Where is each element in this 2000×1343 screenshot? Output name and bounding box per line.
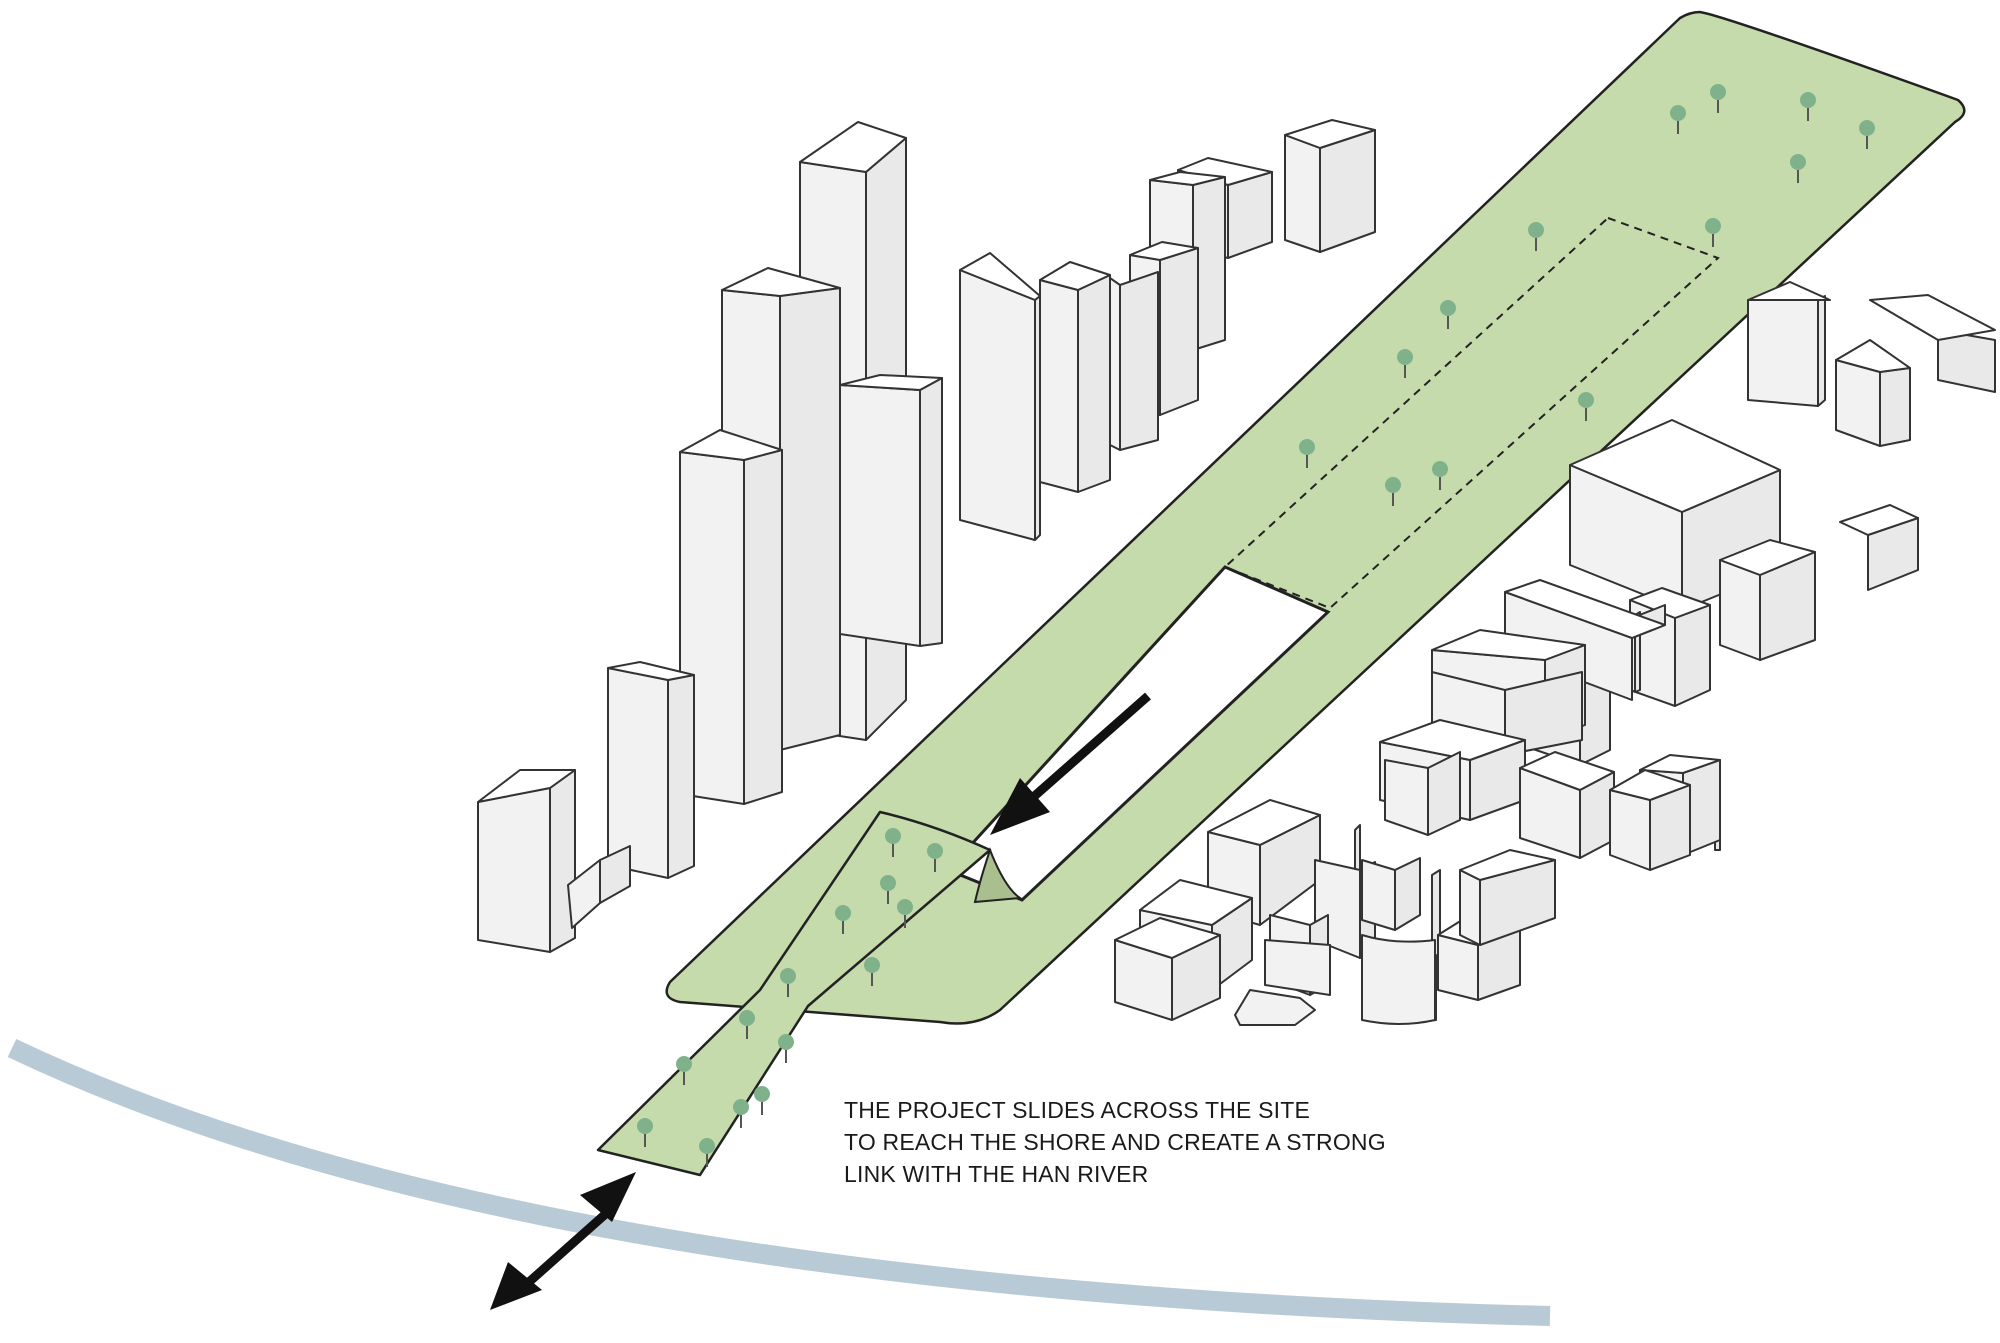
tree-icon bbox=[864, 957, 880, 986]
tree-icon bbox=[739, 1010, 755, 1039]
tree-icon bbox=[1440, 300, 1456, 329]
caption: THE PROJECT SLIDES ACROSS THE SITE TO RE… bbox=[844, 1094, 1386, 1190]
bottom-blocks bbox=[1114, 799, 1556, 1026]
tree-icon bbox=[835, 905, 851, 934]
slab-curl bbox=[973, 847, 1023, 904]
han-river bbox=[7, 1038, 1551, 1326]
tree-icon bbox=[1432, 461, 1448, 490]
tree-icon bbox=[880, 875, 896, 904]
tree-icon bbox=[780, 968, 796, 997]
tree-icon bbox=[1705, 218, 1721, 247]
trees bbox=[637, 84, 1875, 1167]
tree-icon bbox=[754, 1086, 770, 1115]
right-blocks bbox=[1379, 281, 1996, 871]
tree-icon bbox=[885, 828, 901, 857]
tree-icon bbox=[1528, 222, 1544, 251]
tree-icon bbox=[1790, 154, 1806, 183]
tree-icon bbox=[1859, 120, 1875, 149]
tree-icon bbox=[778, 1034, 794, 1063]
slide-arrow-icon bbox=[990, 692, 1151, 835]
tree-icon bbox=[1397, 349, 1413, 378]
tree-icon bbox=[927, 843, 943, 872]
tree-icon bbox=[1385, 477, 1401, 506]
caption-line-1: THE PROJECT SLIDES ACROSS THE SITE bbox=[844, 1097, 1311, 1123]
left-towers bbox=[477, 121, 943, 953]
tree-icon bbox=[1670, 105, 1686, 134]
park-strip bbox=[665, 10, 1966, 1025]
tree-icon bbox=[1578, 392, 1594, 421]
tree-icon bbox=[1710, 84, 1726, 113]
sliding-slab bbox=[596, 810, 992, 1177]
tree-icon bbox=[733, 1099, 749, 1128]
middle-towers bbox=[959, 119, 1376, 541]
tree-icon bbox=[699, 1138, 715, 1167]
dashed-footprint bbox=[1223, 216, 1720, 610]
tree-icon bbox=[897, 899, 913, 928]
double-arrow-icon bbox=[490, 1172, 636, 1310]
tree-icon bbox=[676, 1056, 692, 1085]
tree-icon bbox=[1299, 439, 1315, 468]
tree-icon bbox=[1800, 92, 1816, 121]
tree-icon bbox=[637, 1118, 653, 1147]
caption-line-2: TO REACH THE SHORE AND CREATE A STRONG bbox=[844, 1129, 1386, 1155]
site-opening bbox=[945, 565, 1331, 902]
caption-line-3: LINK WITH THE HAN RIVER bbox=[844, 1161, 1149, 1187]
